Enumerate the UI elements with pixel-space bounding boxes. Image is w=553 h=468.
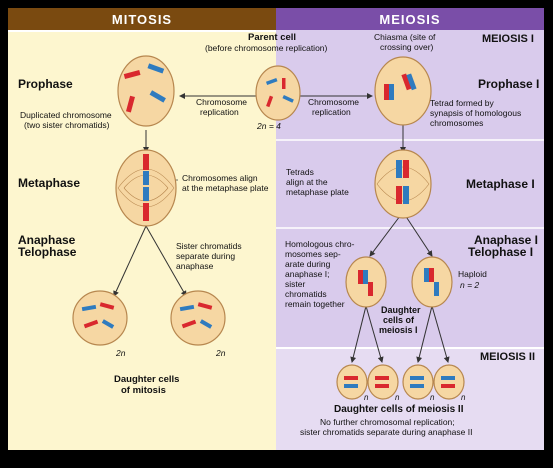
phase-prophase-right: Prophase I: [478, 77, 540, 91]
chiasma-label: Chiasma (site of: [374, 32, 436, 42]
meiosis-two-n-1: n: [364, 393, 369, 402]
mitosis-daughter-cell-right: [170, 290, 226, 346]
homologous-label-3: arate during: [285, 259, 331, 269]
replication-left-1: Chromosome: [196, 97, 248, 107]
left-white-strip: [8, 30, 276, 32]
mitosis-daughter-2n-right: 2n: [216, 348, 226, 358]
homologous-label-5: sister: [285, 279, 306, 289]
meiosis-two-daughter-2: [367, 364, 399, 400]
homologous-label-1: Homologous chro-: [285, 239, 355, 249]
arrow-down: [113, 225, 147, 297]
homologous-label-4: anaphase I;: [285, 269, 330, 279]
daughter-mitosis-label-2: of mitosis: [121, 385, 166, 396]
meiosis-two-daughter-3: [402, 364, 434, 400]
arrow-down: [431, 305, 450, 363]
tetrad-label-2: synapsis of homologous: [430, 108, 522, 118]
meiosis-header: MEIOSIS: [276, 8, 544, 30]
tetrads-align-2: align at the: [286, 177, 328, 187]
meiosis-two-n-2: n: [395, 393, 400, 402]
sister-label-2: separate during: [176, 251, 236, 261]
meiosis-one-daughter-right: [411, 256, 453, 308]
tetrads-align-1: Tetrads: [286, 167, 314, 177]
haploid-label: Haploid: [458, 269, 487, 279]
arrow-down: [402, 211, 433, 257]
meiosis-metaphase-cell: [374, 149, 432, 219]
daughter-meiosis-one-2: cells of: [383, 315, 415, 325]
phase-telophase-left: Telophase: [18, 245, 77, 259]
replication-left-2: replication: [200, 107, 239, 117]
phase-metaphase-right: Metaphase I: [466, 177, 535, 191]
phase-telophase-right: Telophase I: [468, 245, 534, 259]
sister-label-1: Sister chromatids: [176, 241, 242, 251]
mitosis-metaphase-cell: [115, 149, 177, 227]
mitosis-daughter-2n-left: 2n: [116, 348, 126, 358]
arrow-down: [369, 211, 404, 257]
daughter-mitosis-label-1: Daughter cells: [114, 374, 180, 385]
meiosis-prophase-cell: [374, 56, 432, 126]
homologous-label-2: mosomes sep-: [285, 249, 341, 259]
parent-cell-sublabel: (before chromosome replication): [205, 43, 328, 53]
mitosis-header: MITOSIS: [8, 8, 276, 30]
duplicated-chromosome-label: Duplicated chromosome: [20, 110, 112, 120]
tetrad-label-3: chromosomes: [430, 118, 484, 128]
section-meiosis-two: MEIOSIS II: [480, 351, 536, 363]
daughter-meiosis-one-3: meiosis I: [379, 325, 418, 335]
meiosis-two-band: [276, 348, 544, 450]
phase-metaphase-left: Metaphase: [18, 176, 81, 190]
mitosis-prophase-cell: [117, 55, 175, 127]
meiosis-two-n-4: n: [461, 393, 466, 402]
daughter-meiosis-one-1: Daughter: [381, 305, 421, 315]
phase-anaphase-right: Anaphase I: [474, 233, 539, 247]
chiasma-label-2: crossing over): [380, 42, 434, 52]
meiosis-two-n-3: n: [430, 393, 435, 402]
n-two-label: n = 2: [460, 280, 480, 290]
sister-label-3: anaphase: [176, 261, 214, 271]
mitosis-daughter-cell-left: [72, 290, 128, 346]
phase-anaphase-left: Anaphase: [18, 233, 76, 247]
align-label-2: at the metaphase plate: [182, 183, 269, 193]
phase-prophase-left: Prophase: [18, 77, 73, 91]
tetrad-label-1: Tetrad formed by: [430, 98, 494, 108]
tetrads-align-3: metaphase plate: [286, 187, 349, 197]
arrow-down: [365, 305, 384, 363]
two-n-four-label: 2n = 4: [257, 121, 281, 131]
align-label-1: Chromosomes align: [182, 173, 258, 183]
meiosis-two-daughter-1: [336, 364, 368, 400]
no-further-label-2: sister chromatids separate during anapha…: [300, 427, 473, 437]
homologous-label-7: remain together: [285, 299, 345, 309]
replication-right-2: replication: [312, 107, 351, 117]
arrow-down: [350, 305, 367, 363]
duplicated-chromosome-sublabel: (two sister chromatids): [24, 120, 110, 130]
parent-cell: [255, 65, 301, 121]
section-meiosis-one: MEIOSIS I: [482, 33, 534, 45]
parent-cell-label: Parent cell: [248, 32, 297, 43]
daughter-meiosis-two-label: Daughter cells of meiosis II: [334, 404, 464, 415]
homologous-label-6: chromatids: [285, 289, 327, 299]
replication-right-1: Chromosome: [308, 97, 360, 107]
meiosis-one-daughter-left: [345, 256, 387, 308]
no-further-label-1: No further chromosomal replication;: [320, 417, 455, 427]
arrow-down: [145, 225, 187, 297]
meiosis-two-daughter-4: [433, 364, 465, 400]
arrow-down: [416, 305, 433, 363]
